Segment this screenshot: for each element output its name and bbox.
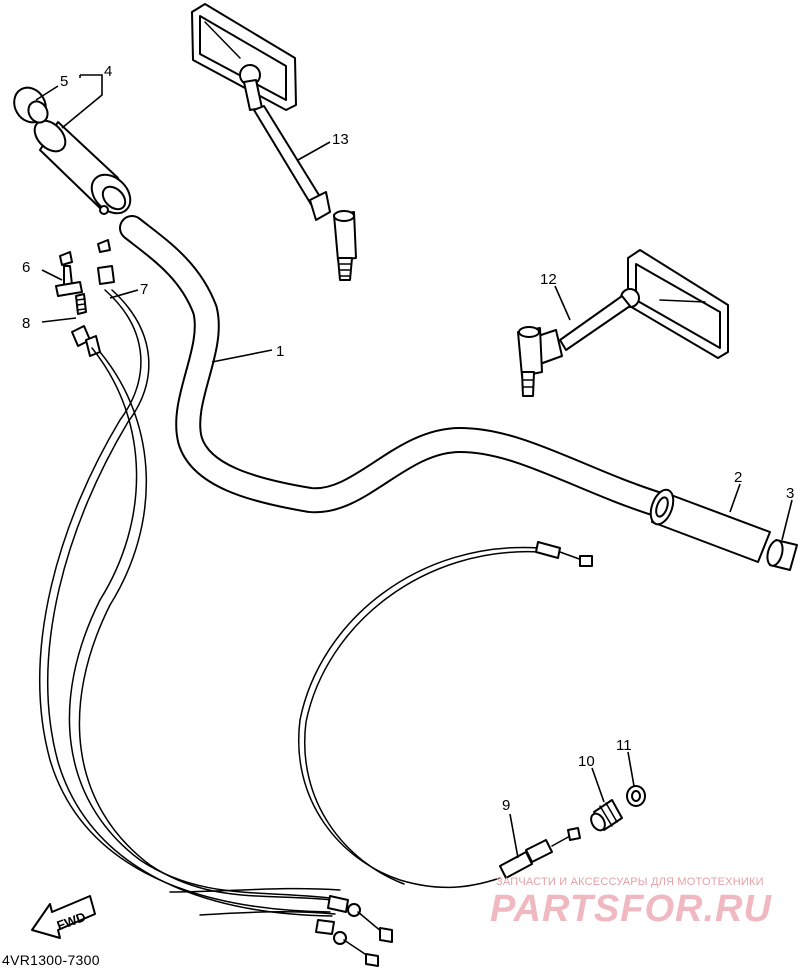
- throttle-cables: [39, 289, 341, 917]
- callout-9: 9: [502, 797, 510, 814]
- callout-10: 10: [578, 753, 595, 770]
- callout-1: 1: [276, 343, 284, 360]
- callout-6: 6: [22, 259, 30, 276]
- clutch-cable: [298, 541, 593, 889]
- left-bar-end-cap: [13, 86, 49, 124]
- lock-nut: [626, 785, 646, 807]
- cable-adjuster: [590, 799, 623, 832]
- right-bar-end-cap: [766, 539, 798, 571]
- callout-12: 12: [540, 271, 557, 288]
- callout-3: 3: [786, 485, 794, 502]
- left-mirror: [191, 3, 357, 281]
- callout-2: 2: [734, 469, 742, 486]
- left-grip: [33, 119, 132, 215]
- clutch-lever-bracket-parts: [55, 239, 115, 357]
- cable-end-fittings: [315, 895, 393, 967]
- callout-7: 7: [140, 281, 148, 298]
- right-mirror: [517, 249, 729, 397]
- callout-11: 11: [616, 737, 632, 754]
- callout-13: 13: [332, 131, 349, 148]
- right-grip: [649, 488, 771, 563]
- watermark-tagline: ЗАПЧАСТИ И АКСЕССУАРЫ ДЛЯ МОТОТЕХНИКИ: [496, 876, 764, 888]
- leader-lines: [35, 74, 793, 859]
- callout-numbers: 1 2 3 4 5 6 7 8 9 10 11 12 13: [22, 63, 794, 814]
- callout-5: 5: [60, 73, 68, 90]
- drawing-code: 4VR1300-7300: [2, 952, 100, 968]
- forward-direction-arrow: FWD: [31, 895, 96, 939]
- watermark-brand: PARTSFOR.RU: [490, 888, 772, 930]
- handlebar: [119, 215, 673, 518]
- callout-4: 4: [104, 63, 112, 80]
- callout-8: 8: [22, 315, 30, 332]
